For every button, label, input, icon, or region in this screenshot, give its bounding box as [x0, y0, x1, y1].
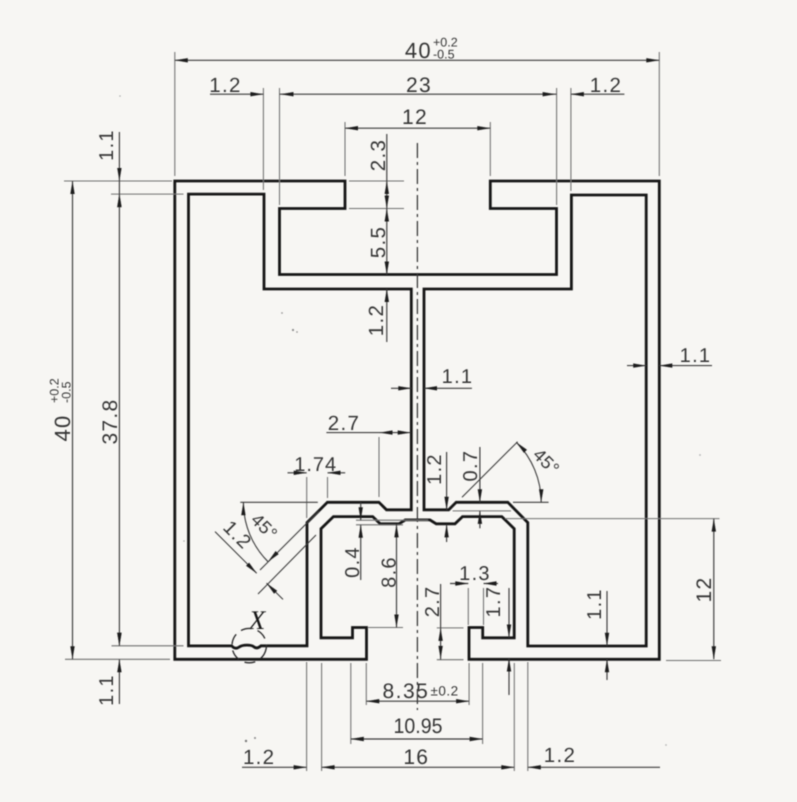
svg-text:1.2: 1.2: [590, 74, 622, 97]
svg-text:16: 16: [403, 746, 429, 769]
svg-text:1.74: 1.74: [294, 454, 337, 476]
svg-text:8.6: 8.6: [379, 556, 401, 588]
svg-text:1.2: 1.2: [365, 304, 388, 336]
svg-text:1.2: 1.2: [424, 453, 446, 485]
svg-text:1.2: 1.2: [243, 746, 275, 769]
svg-text:+0.2: +0.2: [48, 378, 62, 403]
svg-text:1.1: 1.1: [442, 366, 474, 388]
svg-text:X: X: [248, 605, 267, 635]
svg-text:2.7: 2.7: [422, 586, 444, 618]
svg-text:2.3: 2.3: [367, 139, 390, 171]
svg-text:-0.5: -0.5: [433, 48, 455, 62]
svg-text:1.3: 1.3: [459, 563, 491, 585]
svg-text:40: 40: [405, 38, 432, 63]
svg-text:-0.5: -0.5: [60, 381, 74, 403]
svg-text:1.1: 1.1: [680, 345, 712, 367]
svg-text:0.7: 0.7: [460, 450, 482, 482]
svg-text:1.1: 1.1: [96, 129, 118, 161]
svg-text:40: 40: [50, 414, 75, 441]
svg-text:±0.2: ±0.2: [431, 684, 459, 699]
svg-text:1.1: 1.1: [584, 588, 606, 620]
svg-text:23: 23: [406, 74, 432, 97]
svg-text:1.2: 1.2: [209, 74, 241, 97]
svg-text:37.8: 37.8: [99, 398, 122, 444]
svg-text:10.95: 10.95: [394, 715, 443, 738]
svg-text:+0.2: +0.2: [433, 36, 458, 50]
svg-text:1.7: 1.7: [483, 586, 505, 618]
svg-text:12: 12: [402, 106, 428, 129]
svg-text:2.7: 2.7: [328, 412, 360, 435]
svg-text:1.2: 1.2: [544, 744, 576, 767]
svg-text:12: 12: [693, 577, 716, 603]
svg-text:8.35: 8.35: [382, 680, 429, 703]
svg-text:5.5: 5.5: [367, 226, 390, 258]
svg-text:1.1: 1.1: [96, 674, 118, 706]
svg-text:0.4: 0.4: [342, 546, 364, 578]
